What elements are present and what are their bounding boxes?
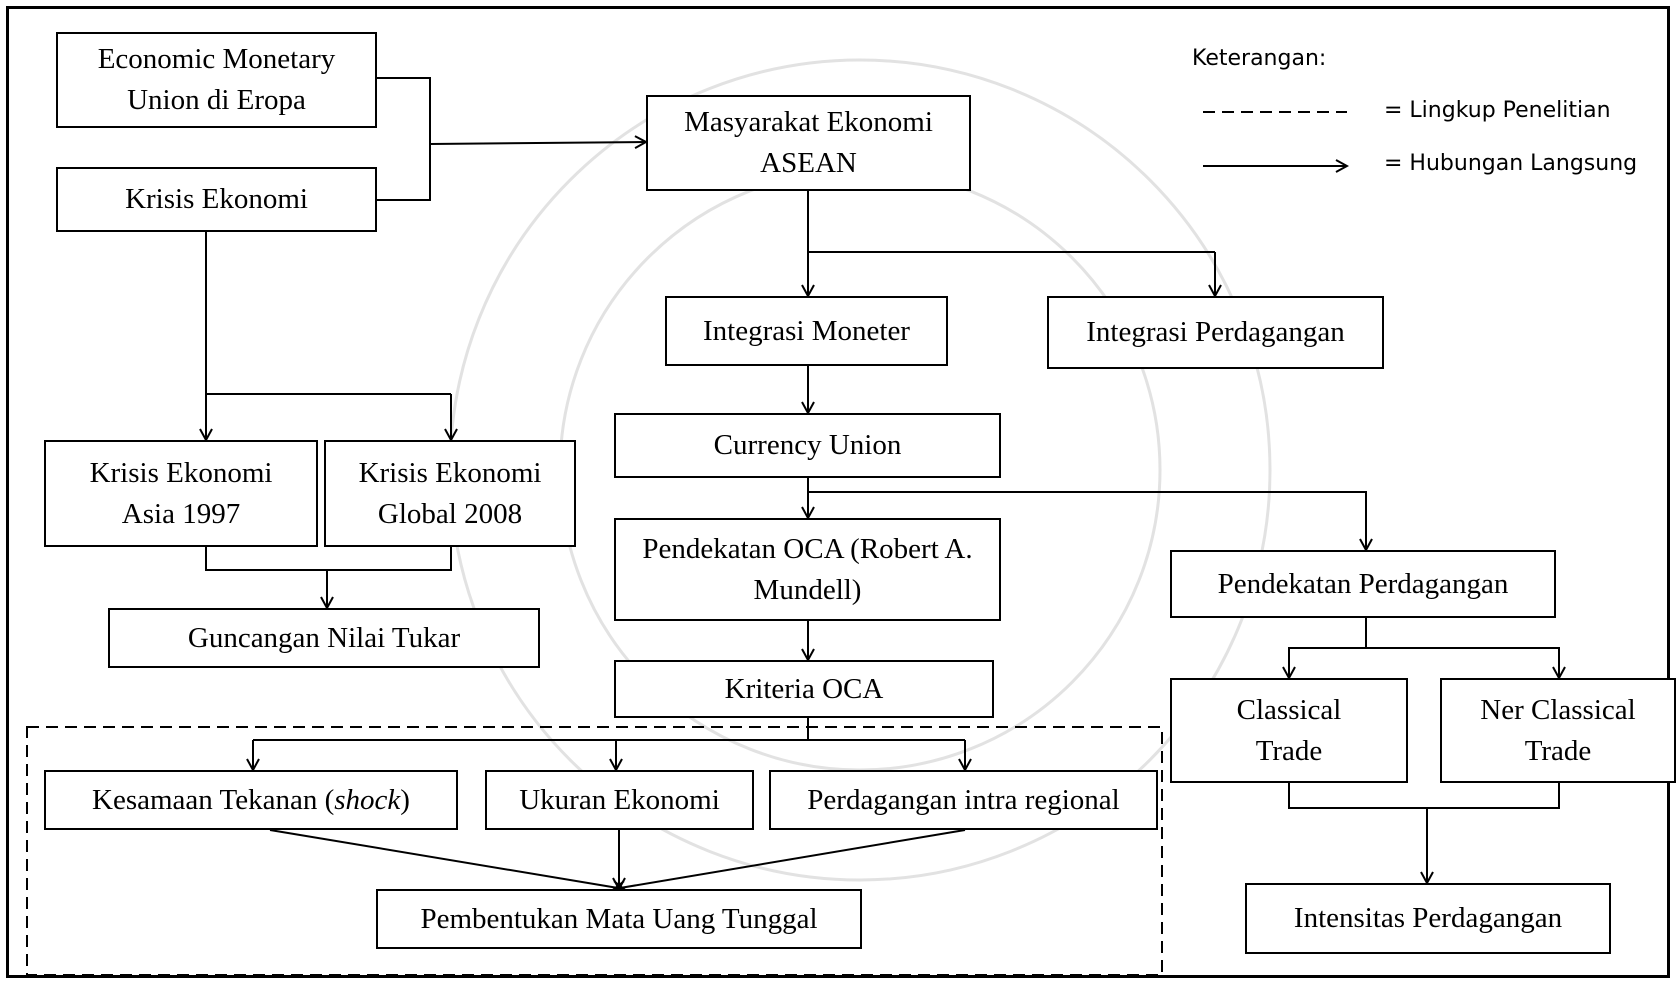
connector-krisis-down — [205, 231, 451, 395]
node-pendekatan-oca: Pendekatan OCA (Robert A. Mundell) — [614, 518, 1001, 621]
connector-trade-merge — [1288, 783, 1560, 809]
connector-to-neo — [1366, 647, 1560, 660]
connector-perdagangan-branch — [1288, 618, 1367, 676]
node-label: Integrasi Moneter — [703, 314, 910, 347]
node-guncangan-nilai-tukar: Guncangan Nilai Tukar — [108, 608, 540, 668]
node-economic-monetary-union: Economic Monetary Union di Eropa — [56, 32, 377, 128]
node-label: Ukuran Ekonomi — [519, 783, 720, 816]
node-label: Krisis Ekonomi Asia 1997 — [89, 456, 273, 530]
research-scope-dashed-box — [26, 726, 1163, 976]
node-label-prefix: Kesamaan Tekanan ( — [92, 783, 335, 816]
node-label-suffix: ) — [400, 783, 410, 816]
node-perdagangan-intra-regional: Perdagangan intra regional — [769, 770, 1158, 830]
node-label: Integrasi Perdagangan — [1086, 316, 1345, 348]
node-label: Krisis Ekonomi — [125, 183, 308, 215]
node-intensitas-perdagangan: Intensitas Perdagangan — [1245, 883, 1611, 954]
node-classical-trade: Classical Trade — [1170, 678, 1408, 783]
legend-title: Keterangan: — [1192, 46, 1327, 71]
node-integrasi-perdagangan: Integrasi Perdagangan — [1047, 296, 1384, 369]
node-masyarakat-ekonomi-asean: Masyarakat Ekonomi ASEAN — [646, 95, 971, 191]
node-label: Krisis Ekonomi Global 2008 — [358, 456, 542, 530]
node-label: Pembentukan Mata Uang Tunggal — [420, 902, 818, 935]
node-label: Ner Classical Trade — [1480, 693, 1636, 767]
node-label: Guncangan Nilai Tukar — [187, 621, 461, 654]
node-neo-classical-trade: Ner Classical Trade — [1440, 678, 1676, 783]
node-krisis-ekonomi: Krisis Ekonomi — [56, 167, 377, 232]
arrow-to-mea — [429, 142, 646, 144]
node-label: Pendekatan Perdagangan — [1217, 567, 1509, 600]
node-ukuran-ekonomi: Ukuran Ekonomi — [485, 770, 754, 830]
node-label: Classical Trade — [1236, 693, 1342, 767]
node-integrasi-moneter: Integrasi Moneter — [665, 296, 948, 366]
node-label: Intensitas Perdagangan — [1293, 902, 1563, 934]
node-label: Kesamaan Tekanan (shock) — [92, 780, 410, 821]
node-label: Masyarakat Ekonomi ASEAN — [684, 106, 933, 179]
node-label-italic: shock — [334, 783, 401, 816]
connector-currency-branch — [808, 491, 1367, 515]
node-label: Currency Union — [713, 429, 902, 461]
node-krisis-ekonomi-global-2008: Krisis Ekonomi Global 2008 — [324, 440, 576, 547]
legend-dashed-label: = Lingkup Penelitian — [1384, 98, 1611, 123]
node-kriteria-oca: Kriteria OCA — [614, 660, 994, 718]
connector-emu — [376, 77, 431, 201]
node-label: Pendekatan OCA (Robert A. Mundell) — [642, 532, 973, 606]
arrow-intra-to-mata-uang — [614, 829, 966, 889]
node-label: Economic Monetary Union di Eropa — [97, 43, 336, 116]
node-krisis-ekonomi-asia-1997: Krisis Ekonomi Asia 1997 — [44, 440, 318, 547]
node-pendekatan-perdagangan: Pendekatan Perdagangan — [1170, 550, 1556, 618]
legend-solid-label: = Hubungan Langsung — [1384, 151, 1638, 176]
node-currency-union: Currency Union — [614, 413, 1001, 478]
node-kesamaan-tekanan: Kesamaan Tekanan (shock) — [44, 770, 458, 830]
connector-krisis-merge — [205, 547, 452, 571]
node-label: Perdagangan intra regional — [807, 783, 1120, 816]
node-label: Kriteria OCA — [724, 672, 884, 705]
arrow-kesamaan-to-mata-uang — [269, 829, 624, 889]
node-pembentukan-mata-uang-tunggal: Pembentukan Mata Uang Tunggal — [376, 889, 862, 949]
